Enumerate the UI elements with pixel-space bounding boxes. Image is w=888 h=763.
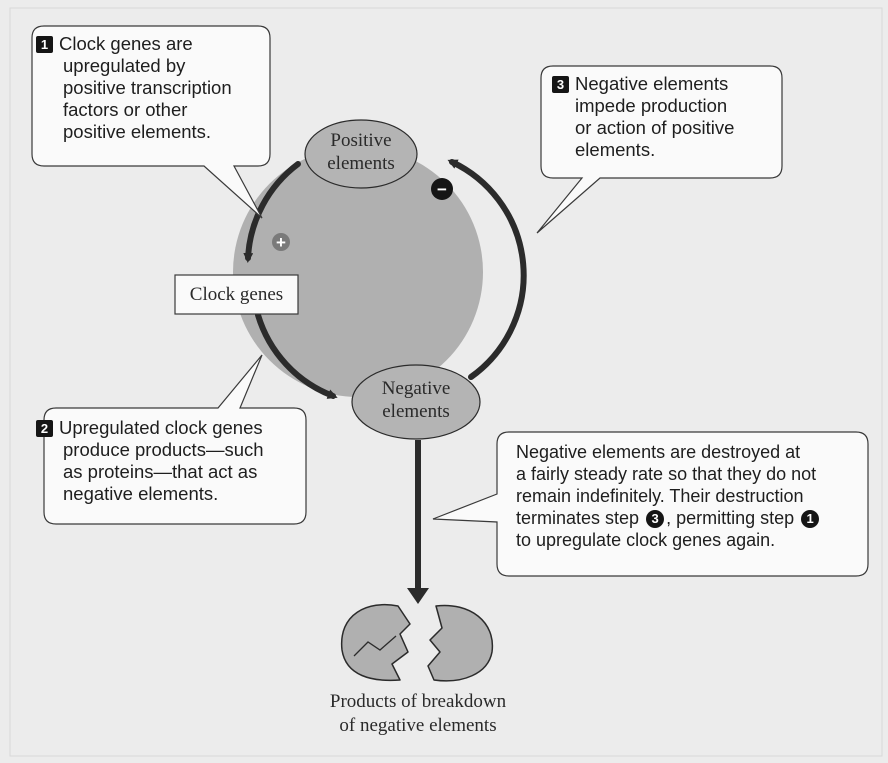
step-1-badge: 1 [36, 36, 53, 53]
step1-bubble [31, 25, 271, 219]
step3-line: elements. [575, 139, 656, 160]
minus-icon [431, 178, 453, 200]
breakdown-callout: Negative elements are destroyed at a fai… [516, 441, 821, 551]
step-3-ref-icon: 3 [646, 510, 665, 528]
step1-line: positive transcription [63, 77, 232, 98]
step2-bubble [43, 354, 307, 525]
products-line: Products of breakdown [329, 691, 507, 712]
arrow-positive-to-genes [243, 161, 301, 263]
breakdown-line: terminates step 3, permitting step 1 [516, 507, 821, 529]
products-caption: Products of breakdown of negative elemen… [296, 690, 540, 738]
plus-symbol: + [276, 233, 286, 252]
broken-shell-right [427, 604, 494, 682]
step-1-ref-icon: 1 [801, 510, 820, 528]
arrow-to-breakdown-head [407, 588, 429, 604]
step-2-badge: 2 [36, 420, 53, 437]
step3-line: impede production [575, 95, 728, 116]
products-line: of negative elements [339, 715, 497, 736]
cycle-circle [233, 147, 483, 397]
breakdown-line: to upregulate clock genes again. [516, 530, 776, 550]
step-3-badge: 3 [552, 76, 569, 93]
breakdown-line: remain indefinitely. Their destruction [516, 486, 804, 506]
negative-label-line: Negative [381, 378, 451, 399]
broken-shell-left [341, 604, 411, 682]
negative-elements-label: Negative elements [352, 377, 480, 423]
breakdown-line: a fairly steady rate so that they do not [516, 464, 817, 484]
step2-line: as proteins—that act as [63, 461, 258, 482]
step2-line: produce products—such [63, 439, 264, 460]
positive-elements-label: Positive elements [305, 129, 417, 175]
clock-genes-box [174, 274, 299, 315]
negative-elements-ellipse [351, 364, 481, 440]
breakdown-line: Negative elements are destroyed at [516, 442, 801, 462]
clock-genes-label: Clock genes [189, 284, 284, 305]
step2-line: negative elements. [63, 483, 219, 504]
step3-line: or action of positive [575, 117, 735, 138]
positive-elements-ellipse [304, 119, 418, 189]
plus-icon [272, 233, 290, 251]
step1-line: factors or other [63, 99, 188, 120]
positive-label-line: elements [327, 153, 395, 174]
shell-crack-left [353, 635, 397, 657]
arrow-genes-to-negative [255, 312, 338, 399]
positive-label-line: Positive [330, 130, 392, 151]
minus-symbol: − [437, 180, 447, 199]
negative-label-line: elements [382, 401, 450, 422]
step1-line: upregulated by [63, 55, 186, 76]
step3-bubble [536, 65, 783, 234]
breakdown-bubble [432, 431, 869, 577]
arrow-negative-to-positive [447, 159, 527, 380]
step1-line: positive elements. [63, 121, 212, 142]
